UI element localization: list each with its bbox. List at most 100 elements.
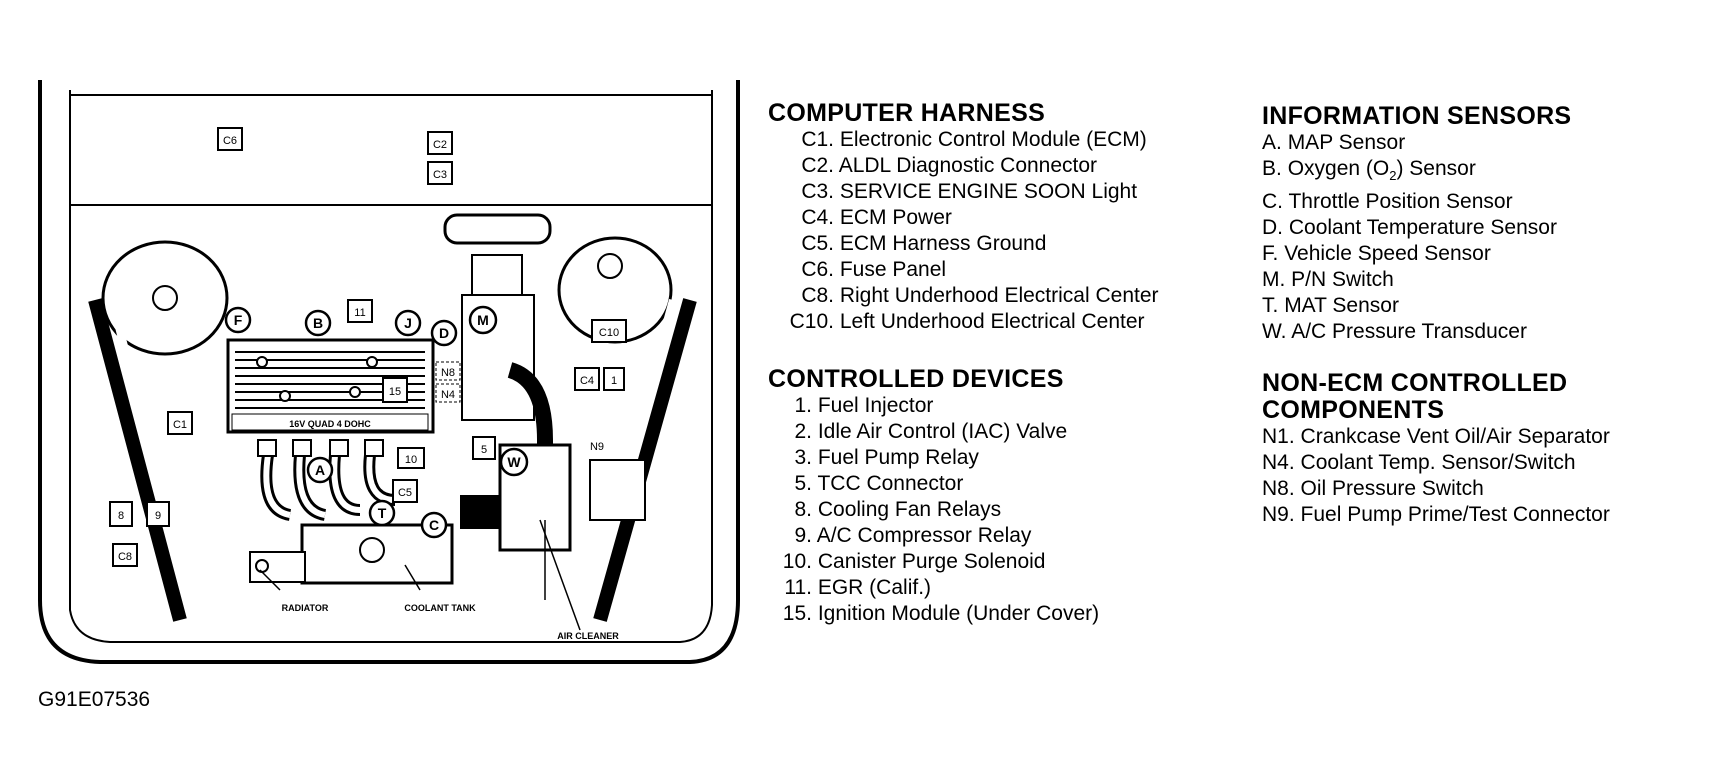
svg-text:A: A (315, 462, 325, 478)
marker-j: J (394, 309, 422, 337)
svg-text:D: D (439, 325, 449, 341)
air-cleaner-label: AIR CLEANER (557, 631, 619, 641)
list-item: T. MAT Sensor (1262, 294, 1399, 318)
list-item: 3. Fuel Pump Relay (794, 446, 979, 469)
list-item: C. Throttle Position Sensor (1262, 190, 1513, 214)
controlled-devices-title: CONTROLLED DEVICES (768, 365, 1064, 393)
list-item: C1. Electronic Control Module (ECM) (801, 128, 1147, 151)
svg-text:15: 15 (389, 386, 401, 398)
engine-bay-inner-outline (69, 90, 713, 643)
list-item: C6. Fuse Panel (801, 258, 947, 281)
svg-text:B: B (313, 315, 323, 331)
firewall (69, 94, 713, 206)
connector-c5: C5 (392, 479, 418, 503)
information-sensors-list: A. MAP Sensor B. Oxygen (O2) Sensor C. T… (1262, 130, 1571, 345)
svg-text:5: 5 (481, 444, 487, 456)
controlled-devices-list: 1. Fuel Injector 2. Idle Air Control (IA… (768, 393, 1099, 627)
list-item: 8. Cooling Fan Relays (794, 498, 1002, 521)
marker-c: C (420, 511, 448, 539)
marker-t: T (368, 499, 396, 527)
list-item: 10. Canister Purge Solenoid (782, 550, 1046, 573)
coolant-tank-cap (359, 537, 385, 563)
marker-a: A (306, 456, 334, 484)
svg-text:C10: C10 (599, 327, 619, 339)
list-item: C10. Left Underhood Electrical Center (789, 310, 1145, 333)
svg-text:N9: N9 (590, 441, 604, 453)
non-ecm-title-line2: COMPONENTS (1262, 396, 1445, 424)
pointer-lines (259, 519, 581, 631)
list-item: 11. EGR (Calif.) (784, 576, 932, 599)
valve-cover-bolt (366, 356, 378, 368)
list-item: 5. TCC Connector (794, 472, 964, 495)
svg-text:C4: C4 (580, 375, 594, 387)
information-sensors-title: INFORMATION SENSORS (1262, 102, 1572, 130)
connector-c4: C4 (574, 367, 600, 391)
list-item: C8. Right Underhood Electrical Center (801, 284, 1159, 307)
svg-text:C5: C5 (398, 487, 412, 499)
svg-text:N4: N4 (441, 389, 455, 401)
connector-n9: N9 (590, 441, 604, 453)
valve-cover-bolt (279, 390, 291, 402)
connector-c1: C1 (167, 411, 193, 435)
list-item: N9. Fuel Pump Prime/Test Connector (1262, 503, 1610, 526)
intake-runners-inner (263, 454, 396, 518)
engine-label: 16V QUAD 4 DOHC (289, 419, 371, 429)
non-ecm-list: N1. Crankcase Vent Oil/Air Separator N4.… (1262, 424, 1610, 528)
list-item: C2. ALDL Diagnostic Connector (801, 154, 1098, 177)
connector-5: 5 (472, 436, 496, 460)
list-item: C3. SERVICE ENGINE SOON Light (801, 180, 1138, 203)
air-intake-plenum (443, 213, 552, 245)
non-ecm-title-line1: NON-ECM CONTROLLED (1262, 369, 1568, 397)
right-strut-center (597, 253, 623, 279)
left-frame-rail (88, 298, 187, 622)
valve-cover-bolt (256, 356, 268, 368)
non-ecm-section: NON-ECM CONTROLLED COMPONENTS N1. Crankc… (1262, 370, 1610, 528)
list-item: C5. ECM Harness Ground (801, 232, 1047, 255)
svg-text:N8: N8 (441, 367, 455, 379)
intake-hose (507, 362, 553, 470)
left-frame-rail-inner (108, 298, 199, 622)
engine-compartment-diagram: 16V QUAD 4 DOHC C6 C2 C3 C1 C8 C10 (38, 80, 740, 664)
connector-c8: C8 (112, 543, 138, 567)
marker-f: F (224, 306, 252, 334)
list-item: B. Oxygen (O2) Sensor (1262, 157, 1476, 184)
connector-n4: N4 (435, 383, 461, 403)
radiator-cap (255, 559, 269, 573)
computer-harness-title: COMPUTER HARNESS (768, 99, 1046, 127)
svg-text:T: T (378, 505, 387, 521)
connector-labels: C6 C2 C3 C1 C8 C10 C4 C5 11 15 N8 N4 N9 … (109, 127, 627, 567)
engine-label-plate (231, 413, 429, 431)
computer-harness-section: COMPUTER HARNESS C1. Electronic Control … (768, 100, 1159, 335)
sensor-markers: F B J D M A T C W (224, 305, 529, 539)
list-item: C4. ECM Power (801, 206, 952, 229)
list-item: M. P/N Switch (1262, 268, 1394, 292)
svg-text:10: 10 (405, 454, 417, 466)
connector-c2: C2 (427, 131, 453, 155)
list-item: N4. Coolant Temp. Sensor/Switch (1262, 451, 1576, 474)
list-item: N8. Oil Pressure Switch (1262, 477, 1484, 500)
svg-text:C6: C6 (223, 135, 237, 147)
engine-bay-outline (38, 80, 740, 664)
radiator-label: RADIATOR (282, 603, 329, 613)
list-item: 2. Idle Air Control (IAC) Valve (794, 420, 1068, 443)
list-item: A. MAP Sensor (1262, 131, 1406, 154)
right-side-component (589, 459, 646, 521)
list-item: W. A/C Pressure Transducer (1262, 320, 1527, 344)
svg-text:1: 1 (611, 375, 617, 387)
list-item: F. Vehicle Speed Sensor (1262, 242, 1491, 266)
svg-text:C1: C1 (173, 419, 187, 431)
connector-11: 11 (347, 299, 373, 323)
marker-d: D (430, 319, 458, 347)
intake-duct (471, 254, 523, 296)
connector-n8: N8 (435, 361, 461, 381)
coolant-tank-label: COOLANT TANK (404, 603, 476, 613)
list-item: 1. Fuel Injector (794, 394, 934, 417)
connector-c3: C3 (427, 161, 453, 185)
connector-1: 1 (603, 367, 625, 391)
valve-cover-bolt (349, 386, 361, 398)
list-item: 9. A/C Compressor Relay (794, 524, 1032, 547)
svg-text:F: F (234, 312, 243, 328)
svg-text:9: 9 (155, 510, 161, 522)
connector-10: 10 (397, 447, 425, 469)
list-item: N1. Crankcase Vent Oil/Air Separator (1262, 425, 1610, 448)
